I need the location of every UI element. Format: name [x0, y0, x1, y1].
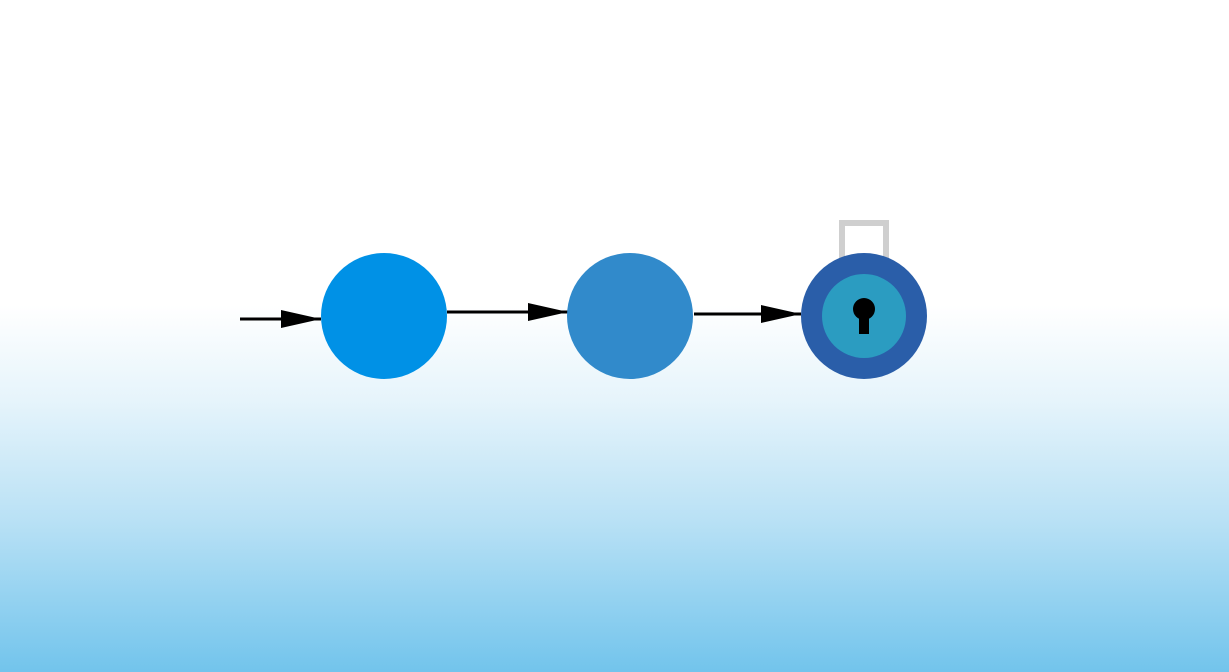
level-node-middle[interactable] [567, 253, 693, 379]
level-node-locked[interactable] [801, 220, 927, 379]
level-node-start[interactable] [321, 253, 447, 379]
keyhole-icon [853, 298, 875, 334]
padlock-shackle [839, 220, 889, 258]
